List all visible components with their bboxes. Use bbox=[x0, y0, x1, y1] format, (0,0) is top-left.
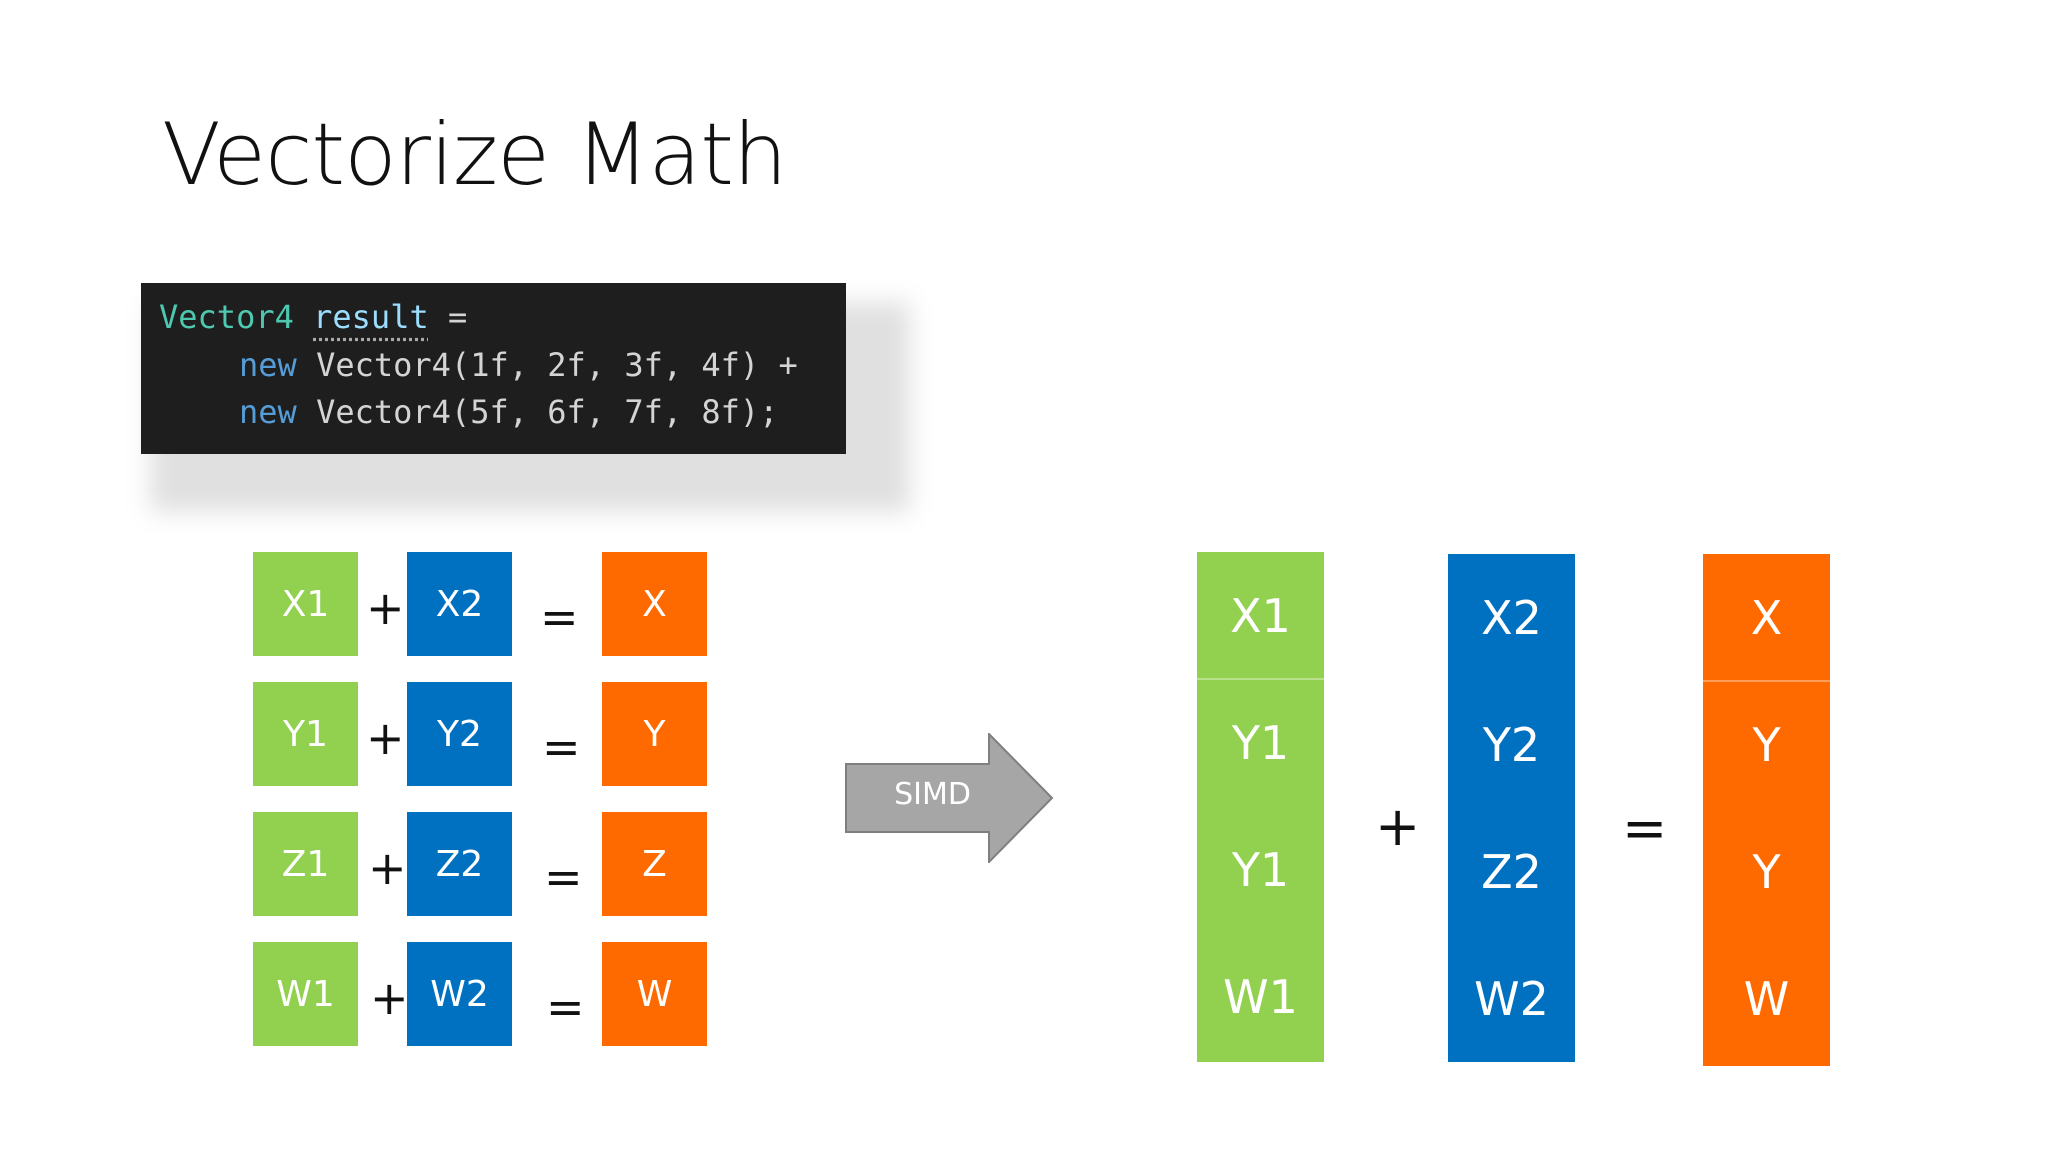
code-assign: = bbox=[428, 298, 468, 336]
plus-sign: + bbox=[366, 581, 405, 635]
vector-a-cell: W1 bbox=[1223, 969, 1298, 1024]
scalar-a-box: Z1 bbox=[253, 812, 358, 916]
scalar-result-box: X bbox=[602, 552, 707, 656]
code-block: Vector4 result = new Vector4(1f, 2f, 3f,… bbox=[141, 283, 846, 454]
scalar-b-box: W2 bbox=[407, 942, 512, 1046]
scalar-b-box: Z2 bbox=[407, 812, 512, 916]
plus-sign: + bbox=[366, 711, 405, 765]
simd-label: SIMD bbox=[894, 777, 971, 812]
scalar-result-box: W bbox=[602, 942, 707, 1046]
code-line-1: Vector4 result = bbox=[159, 301, 467, 333]
slide-title: Vectorize Math bbox=[162, 105, 787, 205]
equals-sign: = bbox=[544, 850, 583, 904]
vector-a-column: X1 Y1 Y1 W1 bbox=[1197, 552, 1324, 1062]
simd-arrow-icon bbox=[845, 733, 1054, 863]
scalar-a-box: Y1 bbox=[253, 682, 358, 786]
code-line-2: new Vector4(1f, 2f, 3f, 4f) + bbox=[239, 349, 798, 381]
vector-result-cell: W bbox=[1743, 971, 1790, 1026]
scalar-b-box: X2 bbox=[407, 552, 512, 656]
scalar-result-box: Y bbox=[602, 682, 707, 786]
scalar-a-box: W1 bbox=[253, 942, 358, 1046]
scalar-result-box: Z bbox=[602, 812, 707, 916]
code-line-3: new Vector4(5f, 6f, 7f, 8f); bbox=[239, 396, 778, 428]
vector-a-cell: Y1 bbox=[1231, 842, 1290, 897]
code-expression: Vector4(5f, 6f, 7f, 8f); bbox=[296, 393, 779, 431]
equals-sign: = bbox=[540, 590, 579, 644]
plus-sign: + bbox=[368, 841, 407, 895]
equals-sign: = bbox=[542, 720, 581, 774]
equals-sign: = bbox=[546, 980, 585, 1034]
code-keyword-new: new bbox=[239, 346, 297, 384]
vector-result-column: X Y Y W bbox=[1703, 554, 1830, 1066]
code-type: Vector4 bbox=[159, 298, 294, 336]
vector-b-cell: W2 bbox=[1474, 971, 1549, 1026]
cell-divider bbox=[1197, 678, 1324, 680]
vector-result-cell: Y bbox=[1752, 844, 1781, 899]
vector-b-cell: Y2 bbox=[1482, 717, 1541, 772]
code-variable: result bbox=[313, 298, 429, 336]
code-expression: Vector4(1f, 2f, 3f, 4f) + bbox=[296, 346, 798, 384]
equals-sign: = bbox=[1622, 797, 1668, 860]
scalar-b-box: Y2 bbox=[407, 682, 512, 786]
plus-sign: + bbox=[1375, 795, 1421, 858]
vector-b-cell: Z2 bbox=[1481, 844, 1542, 899]
plus-sign: + bbox=[370, 971, 409, 1025]
scalar-a-box: X1 bbox=[253, 552, 358, 656]
vector-result-cell: X bbox=[1750, 590, 1783, 645]
vector-b-cell: X2 bbox=[1481, 590, 1542, 645]
vector-result-cell: Y bbox=[1752, 717, 1781, 772]
cell-divider bbox=[1703, 680, 1830, 682]
vector-b-column: X2 Y2 Z2 W2 bbox=[1448, 554, 1575, 1062]
vector-a-cell: X1 bbox=[1230, 588, 1291, 643]
vector-a-cell: Y1 bbox=[1231, 715, 1290, 770]
code-keyword-new: new bbox=[239, 393, 297, 431]
